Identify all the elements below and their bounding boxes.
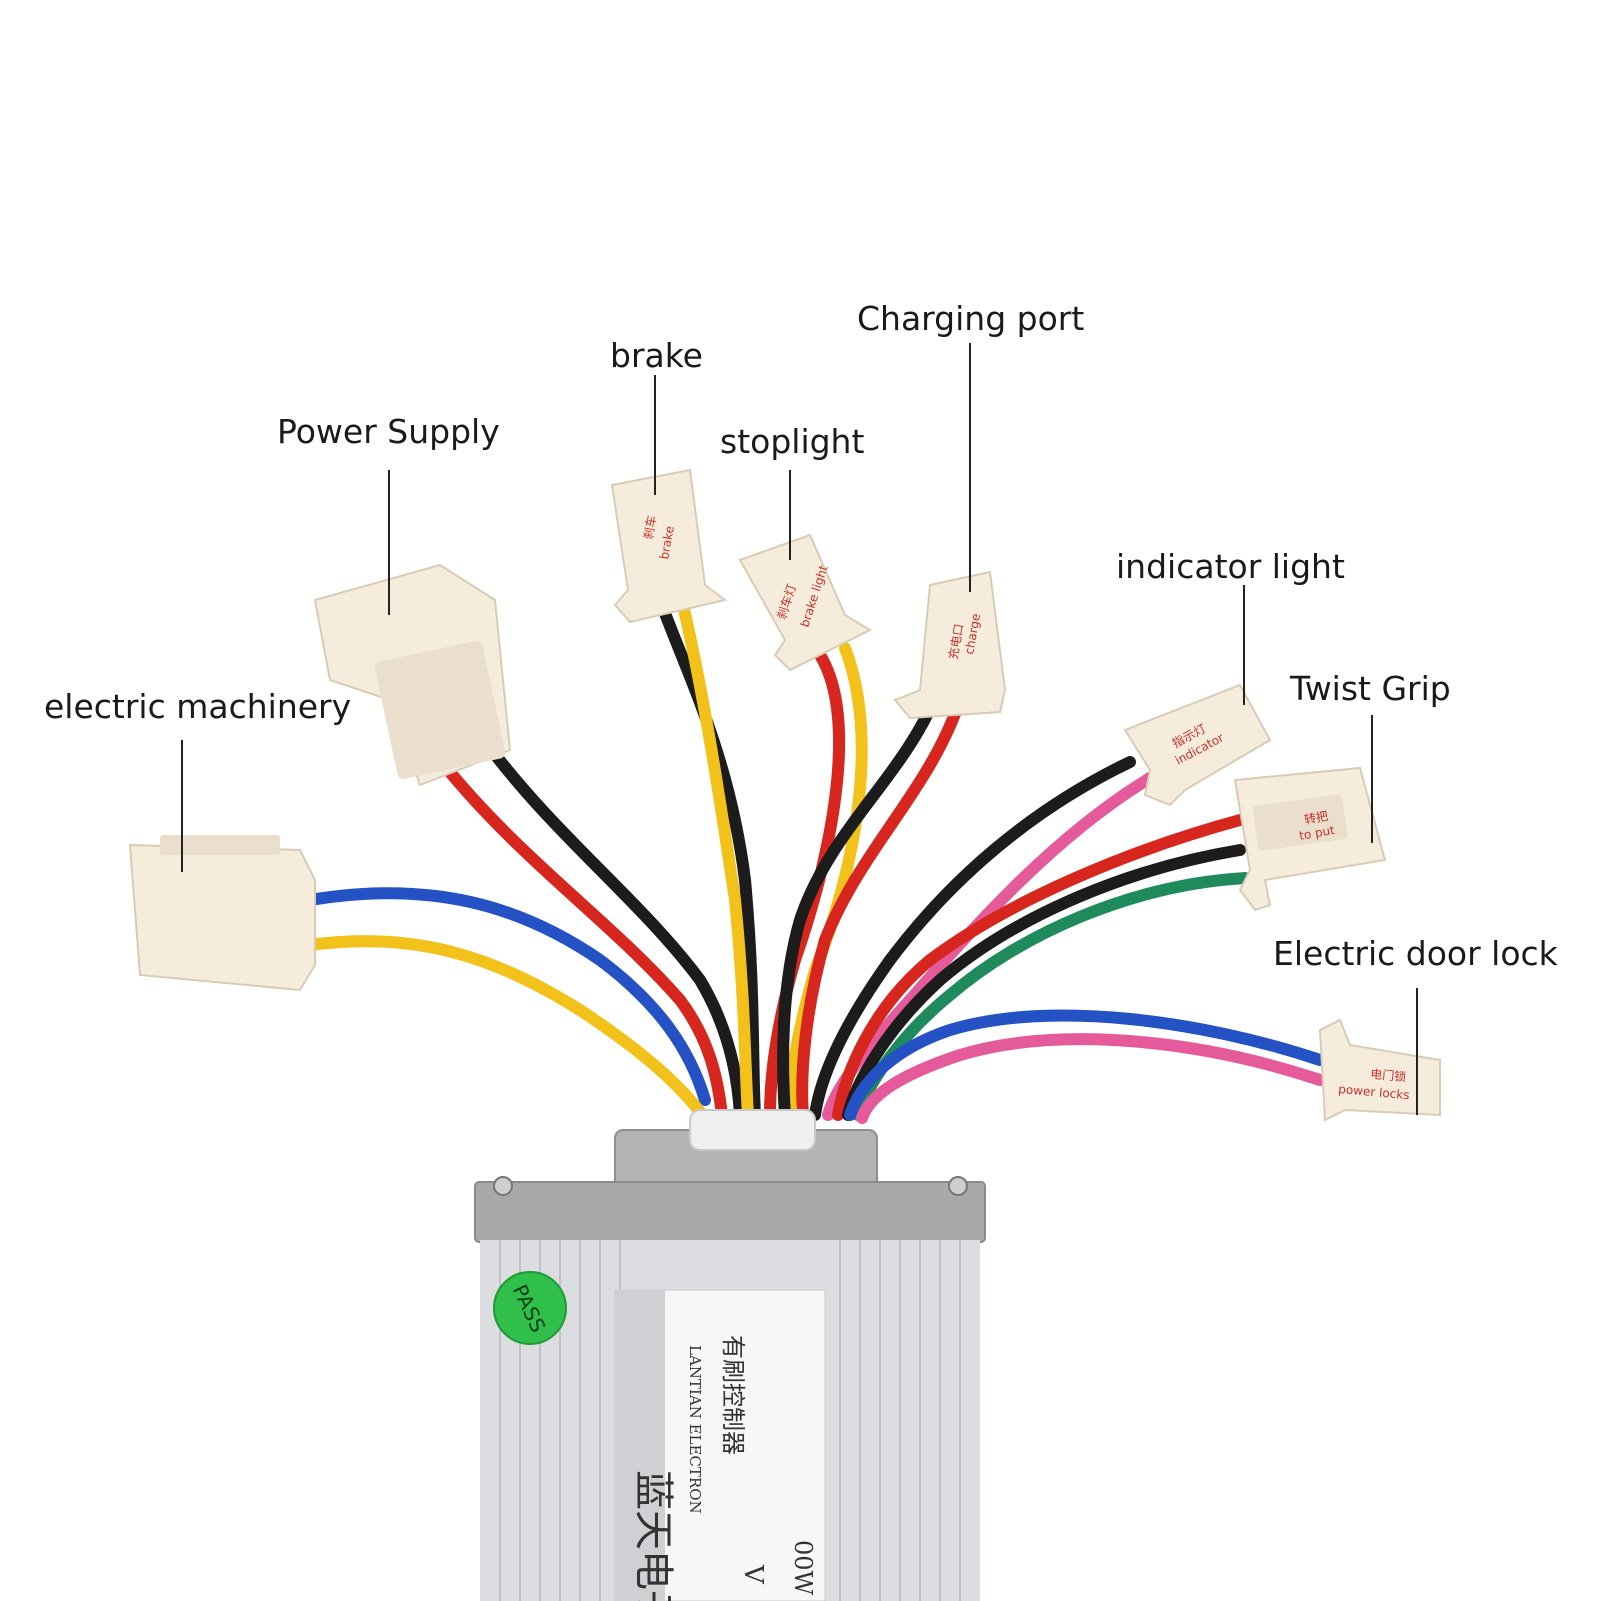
- charge-tag-cn: 充电口: [945, 622, 966, 660]
- motor-blue-wire: [304, 887, 711, 1106]
- power-supply-connector: [313, 563, 512, 787]
- powerlocks-tag-en: power locks: [1338, 1082, 1410, 1102]
- twistgrip-tag-cn: 转把: [1303, 808, 1329, 827]
- indicator-connector: 指示灯 indicator: [1123, 683, 1272, 807]
- power-text: 00W: [789, 1540, 817, 1596]
- brand-cn-text: 蓝天电子: [630, 1470, 676, 1601]
- door-lock-connector: 电门锁 power locks: [1318, 1018, 1441, 1122]
- doorlock-pink-wire: [856, 1033, 1326, 1124]
- brake-tag-en: brake: [657, 525, 677, 561]
- powerlocks-tag-cn: 电门锁: [1370, 1066, 1407, 1084]
- twistgrip-black-wire: [842, 844, 1246, 1121]
- charging-port-connector: 充电口 charge: [893, 570, 1007, 720]
- label-indicator-light: indicator light: [1116, 547, 1345, 586]
- controller-body: [474, 1129, 986, 1601]
- power-red-wire: [434, 754, 728, 1121]
- callout-labels: electric machinery Power Supply brake st…: [44, 299, 1559, 973]
- twist-grip-connector: 转把 to put: [1233, 766, 1387, 912]
- twistgrip-red-wire: [832, 814, 1246, 1121]
- charge-red-wire: [796, 694, 966, 1121]
- brake-connector: 刹车 brake: [610, 468, 728, 624]
- voltage-text: V: [738, 1564, 768, 1585]
- wire-grommet: [689, 1109, 816, 1151]
- label-stoplight: stoplight: [720, 422, 864, 461]
- leader-lines: [181, 343, 1418, 1115]
- label-electric-machinery: electric machinery: [44, 687, 351, 726]
- brake-black-wire: [657, 602, 761, 1121]
- power-black-wire: [484, 742, 746, 1121]
- label-power-supply: Power Supply: [277, 412, 500, 451]
- pass-sticker: PASS: [493, 1271, 567, 1345]
- wire-bundle: [304, 599, 1326, 1124]
- twistgrip-tag-en: to put: [1298, 823, 1336, 843]
- stoplight-connector: 刹车灯 brake light: [738, 533, 873, 672]
- brake-tag-cn: 刹车: [640, 514, 659, 540]
- label-electric-door-lock: Electric door lock: [1273, 934, 1559, 973]
- label-twist-grip: Twist Grip: [1289, 669, 1451, 708]
- product-cn-text: 有刷控制器: [719, 1335, 747, 1455]
- brake-yellow-wire: [677, 599, 754, 1121]
- motor-yellow-wire: [304, 935, 706, 1118]
- indicator-black-wire: [809, 756, 1136, 1121]
- brand-en-text: LANTIAN ELECTRON: [686, 1345, 704, 1514]
- doorlock-blue-wire: [844, 1009, 1326, 1121]
- label-charging-port: Charging port: [857, 299, 1084, 338]
- charge-black-wire: [777, 692, 941, 1121]
- stoplight-red-wire: [764, 649, 845, 1121]
- label-brake: brake: [610, 336, 703, 375]
- motor-connector: [128, 835, 316, 992]
